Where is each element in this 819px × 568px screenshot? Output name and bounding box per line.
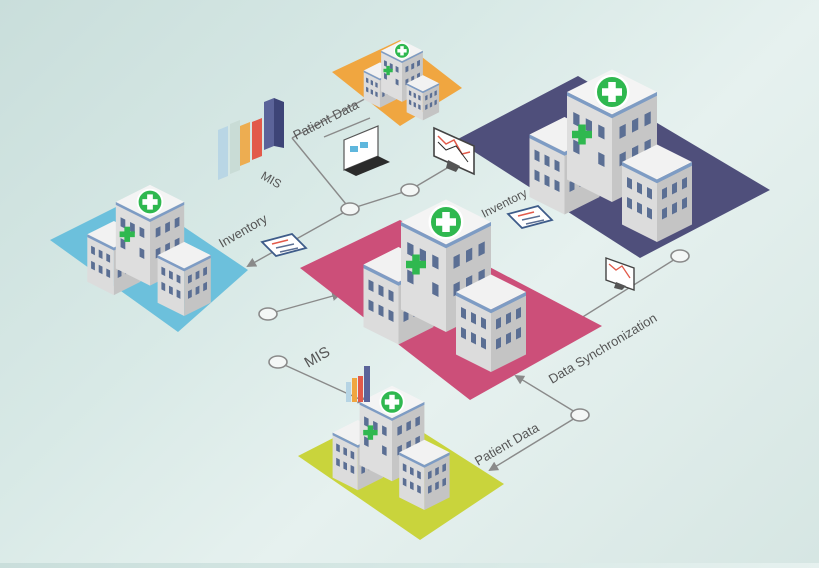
- connector-lines: [246, 93, 681, 472]
- laptop-icon: [343, 125, 390, 176]
- clipboard-icon-left: [260, 232, 308, 258]
- bar-chart-icon-small: [346, 366, 370, 402]
- monitor-chart-icon-small: [605, 257, 635, 291]
- label-inventory-left: Inventory: [216, 211, 270, 251]
- label-mis-bottom: MIS: [302, 343, 334, 371]
- clipboard-icon-right: [506, 204, 554, 230]
- bar-chart-icon: [218, 98, 284, 180]
- connector-nodes: [258, 183, 690, 422]
- monitor-chart-icon: [433, 126, 475, 176]
- label-mis-top: MIS: [259, 168, 284, 191]
